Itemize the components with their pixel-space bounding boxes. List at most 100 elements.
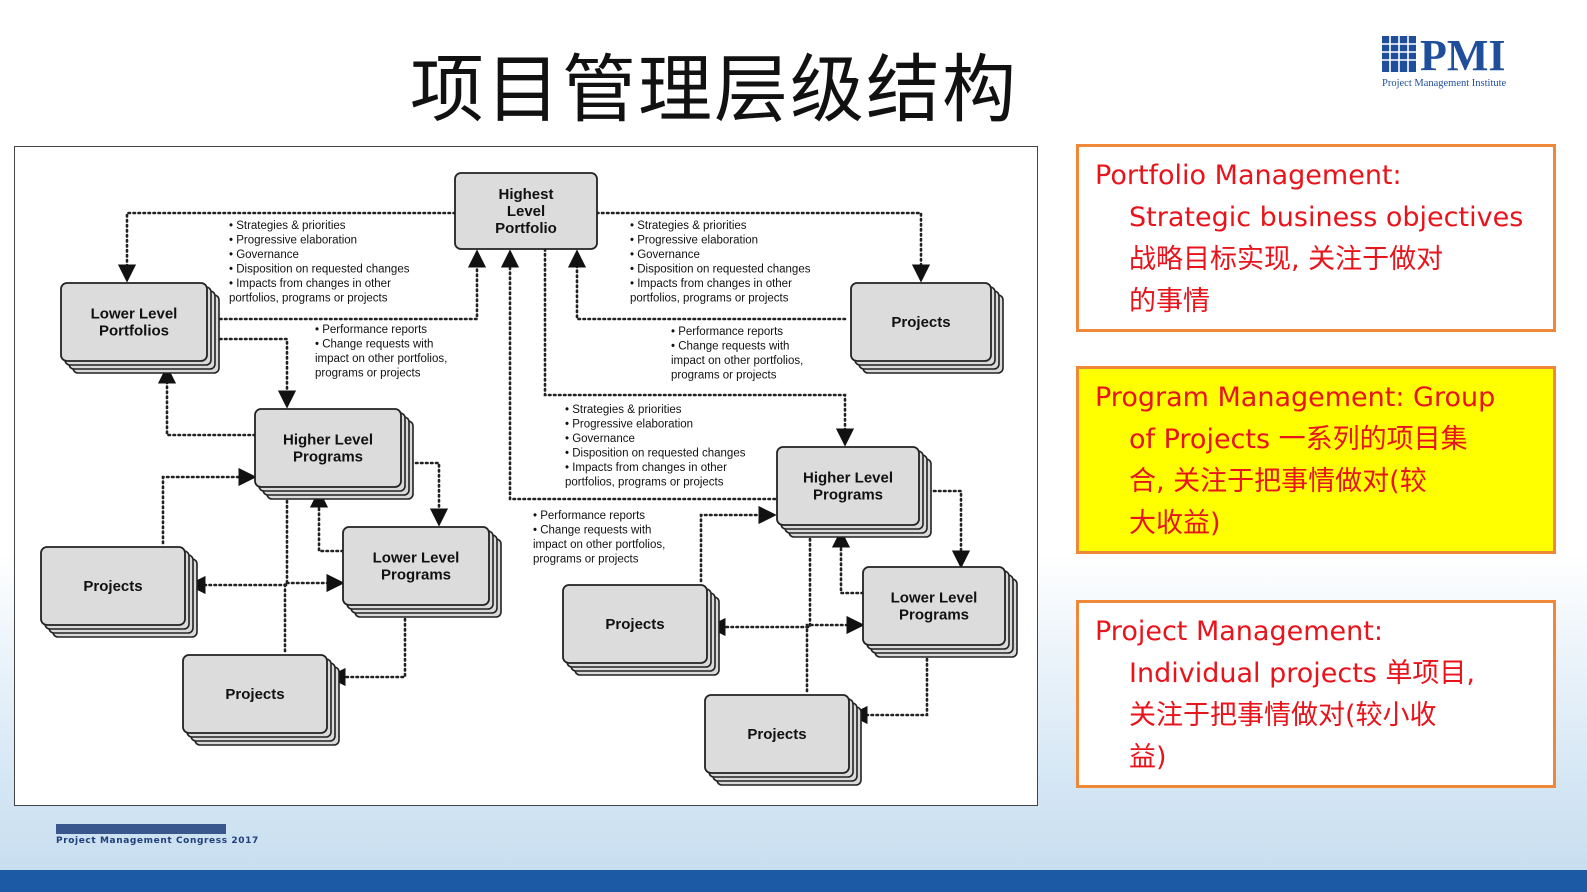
note-line: • Progressive elaboration bbox=[630, 235, 758, 247]
connector-arrow bbox=[213, 249, 487, 321]
note-line: • Performance reports bbox=[315, 324, 427, 336]
node-label: Lower Level bbox=[91, 306, 178, 323]
node-label: Projects bbox=[83, 578, 142, 595]
node-label: Portfolios bbox=[99, 323, 169, 340]
node-label: Higher Level bbox=[803, 470, 893, 487]
connector-arrow bbox=[849, 647, 929, 725]
portfolio-card-line: Strategic business objectives bbox=[1129, 202, 1524, 233]
node-label: Projects bbox=[225, 686, 284, 703]
note-line: programs or projects bbox=[315, 368, 421, 380]
note-line: • Disposition on requested changes bbox=[229, 264, 410, 276]
pmi-logo-text: PMI bbox=[1420, 31, 1506, 80]
note-line: • Change requests with bbox=[671, 341, 789, 353]
note-up-right: • Performance reports • Change requests w… bbox=[671, 326, 803, 382]
connector-arrow bbox=[543, 247, 855, 447]
portfolio-card-line: 的事情 bbox=[1129, 286, 1210, 317]
note-line: • Change requests with bbox=[533, 525, 651, 537]
node-label: Programs bbox=[293, 449, 363, 466]
projects-top-right-box: Projects bbox=[850, 282, 1004, 374]
connector-arrow bbox=[283, 573, 345, 653]
note-line: • Disposition on requested changes bbox=[565, 448, 746, 460]
note-line: • Progressive elaboration bbox=[229, 235, 357, 247]
projects-left-1-box: Projects bbox=[40, 546, 198, 638]
pmi-logo: PMI Project Management Institute bbox=[1382, 31, 1507, 89]
connector-arrow bbox=[595, 211, 931, 283]
projects-left-2-box: Projects bbox=[182, 654, 340, 746]
note-line: impact on other portfolios, bbox=[671, 355, 803, 367]
connector-arrow bbox=[805, 615, 865, 693]
note-line: • Performance reports bbox=[533, 510, 645, 522]
node-label: Highest bbox=[498, 186, 553, 203]
note-line: programs or projects bbox=[671, 370, 777, 382]
connector-arrow bbox=[699, 505, 777, 583]
connector-arrow bbox=[213, 337, 297, 409]
note-up-middle: • Performance reports • Change requests w… bbox=[533, 510, 665, 566]
note-down-right: • Strategies & priorities • Progressive e… bbox=[630, 220, 811, 305]
projects-right-1-box: Projects bbox=[562, 584, 720, 676]
note-line: • Progressive elaboration bbox=[565, 419, 693, 431]
connector-arrow bbox=[831, 529, 865, 595]
project-card-line: Individual projects 单项目, bbox=[1129, 658, 1476, 689]
node-label: Higher Level bbox=[283, 432, 373, 449]
program-card-line: 合, 关注于把事情做对(较 bbox=[1129, 466, 1427, 497]
projects-right-2-box: Projects bbox=[704, 694, 862, 786]
note-line: portfolios, programs or projects bbox=[565, 477, 724, 489]
pmi-logo-subtext: Project Management Institute bbox=[1382, 78, 1507, 89]
program-card-line: 大收益) bbox=[1129, 508, 1221, 539]
slide-title: 项目管理层级结构 bbox=[410, 47, 1018, 133]
project-card-line: 关注于把事情做对(较小收 bbox=[1129, 700, 1437, 731]
node-label: Projects bbox=[891, 314, 950, 331]
node-label: Lower Level bbox=[373, 550, 460, 567]
portfolio-card-heading: Portfolio Management: bbox=[1095, 160, 1402, 191]
note-line: • Change requests with bbox=[315, 339, 433, 351]
node-label: Level bbox=[507, 203, 545, 220]
connector-arrow bbox=[327, 607, 407, 687]
note-line: • Impacts from changes in other bbox=[630, 278, 792, 290]
bottom-bar bbox=[0, 870, 1587, 892]
note-line: • Governance bbox=[229, 249, 299, 261]
program-management-card: Program Management: Group of Projects 一系… bbox=[1076, 366, 1556, 554]
note-line: • Strategies & priorities bbox=[630, 220, 747, 232]
note-up-left: • Performance reports • Change requests w… bbox=[315, 324, 447, 380]
portfolio-card-line: 战略目标实现, 关注于做对 bbox=[1129, 244, 1444, 275]
note-down-middle: • Strategies & priorities • Progressive e… bbox=[565, 404, 746, 489]
note-line: programs or projects bbox=[533, 554, 639, 566]
portfolio-management-card: Portfolio Management: Strategic business… bbox=[1076, 144, 1556, 332]
note-line: impact on other portfolios, bbox=[315, 353, 447, 365]
node-label: Programs bbox=[899, 607, 969, 624]
program-card-heading: Program Management: Group bbox=[1095, 382, 1496, 413]
footer-subtitle: Project Management Congress 2017 bbox=[56, 836, 259, 846]
note-line: • Strategies & priorities bbox=[229, 220, 346, 232]
note-line: portfolios, programs or projects bbox=[229, 293, 388, 305]
connector-arrow bbox=[567, 249, 847, 321]
connector-arrow bbox=[309, 489, 345, 553]
node-label: Lower Level bbox=[891, 590, 978, 607]
note-line: • Impacts from changes in other bbox=[229, 278, 391, 290]
note-line: • Strategies & priorities bbox=[565, 404, 682, 416]
note-line: • Governance bbox=[630, 249, 700, 261]
note-line: impact on other portfolios, bbox=[533, 539, 665, 551]
connector-arrow bbox=[500, 249, 777, 501]
globe-icon bbox=[1382, 36, 1416, 72]
project-management-card: Project Management: Individual projects … bbox=[1076, 600, 1556, 788]
program-card-line: of Projects 一系列的项目集 bbox=[1129, 424, 1468, 455]
connector-arrow bbox=[157, 365, 257, 437]
connector-arrow bbox=[917, 489, 971, 569]
congress-logo bbox=[56, 824, 226, 834]
note-line: • Impacts from changes in other bbox=[565, 462, 727, 474]
node-label: Portfolio bbox=[495, 220, 557, 237]
note-down-left: • Strategies & priorities • Progressive e… bbox=[229, 220, 410, 305]
note-line: • Governance bbox=[565, 433, 635, 445]
note-line: portfolios, programs or projects bbox=[630, 293, 789, 305]
node-label: Programs bbox=[813, 487, 883, 504]
connector-arrow bbox=[161, 467, 257, 545]
note-line: • Performance reports bbox=[671, 326, 783, 338]
project-card-line: 益) bbox=[1129, 742, 1167, 773]
node-label: Projects bbox=[747, 726, 806, 743]
